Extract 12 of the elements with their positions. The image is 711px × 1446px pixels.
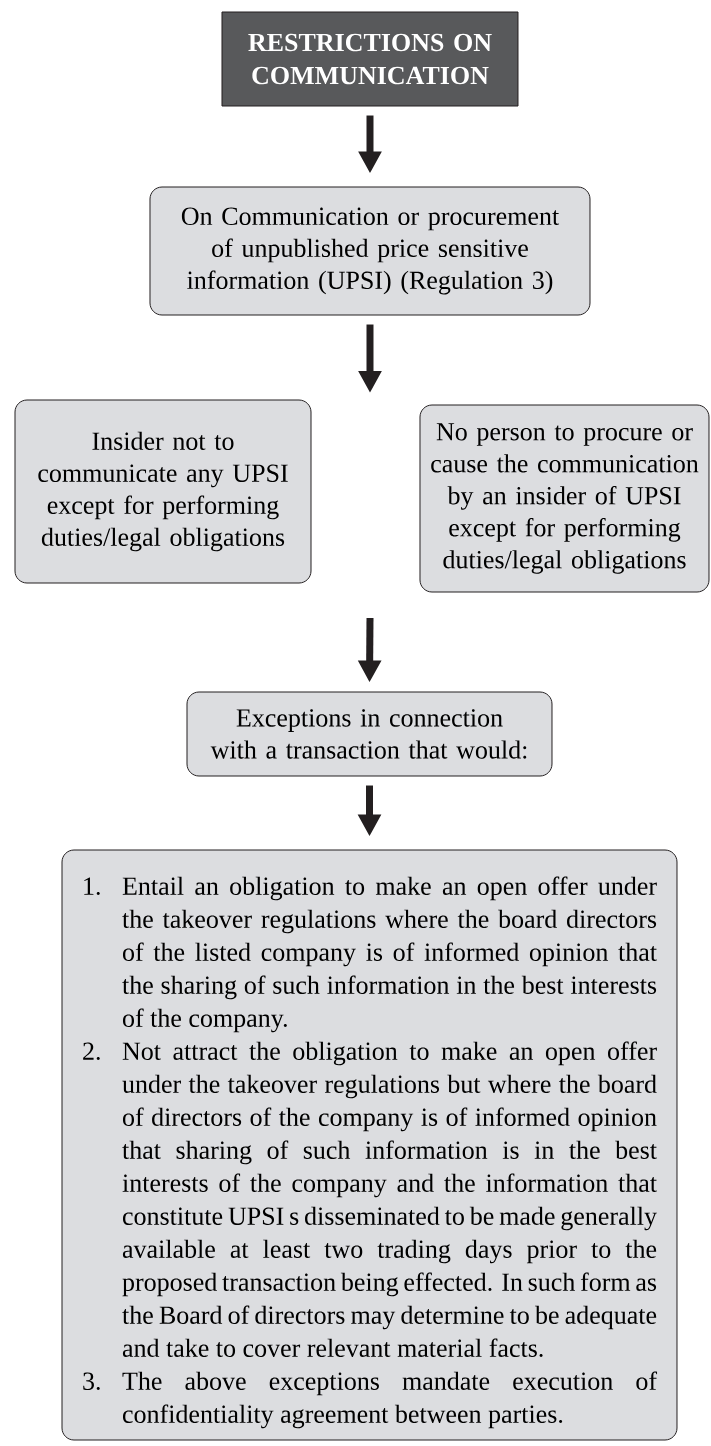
process-box: Insider not to communicate any UPSI except for performing duties/legal obligations (14, 399, 312, 584)
list-box (61, 849, 678, 1441)
process-box: On Communication or procurement of unpublished price sensitive information (UPSI) (Regulation 3) (149, 186, 591, 316)
title-box: RESTRICTIONS ON COMMUNICATION (221, 11, 519, 107)
list-item-text: The above exceptions mandate execution of confidentiality agreement between parties. (122, 1371, 658, 1429)
process-box: Exceptions in connection with a transaction that would: (186, 691, 553, 777)
list-item-text: Entail an obligation to make an open offer under the takeover regulations where the board directors of the listed company is of informed opinion that the sharing of such information in the best interests of the company. (122, 876, 657, 1033)
process-box: No person to procure or cause the communication by an insider of UPSI except for performing duties/legal obligations (419, 404, 710, 593)
list-item-text: Not attract the obligation to make an open offer under the takeover regulations but where the board of directors of the company is of informed opinion that sharing of such information is in the best interests of the company and the information that constitute UPSI s disseminated to be made generally available at least two trading days prior to the proposed transaction being effected. In such form as the Board of directors may determine to be adequate and take to cover relevant material facts. (122, 1041, 657, 1358)
item-number: 2. (83, 1042, 100, 1061)
item-number: 1. (84, 877, 100, 896)
item-number: 3. (83, 1372, 100, 1391)
